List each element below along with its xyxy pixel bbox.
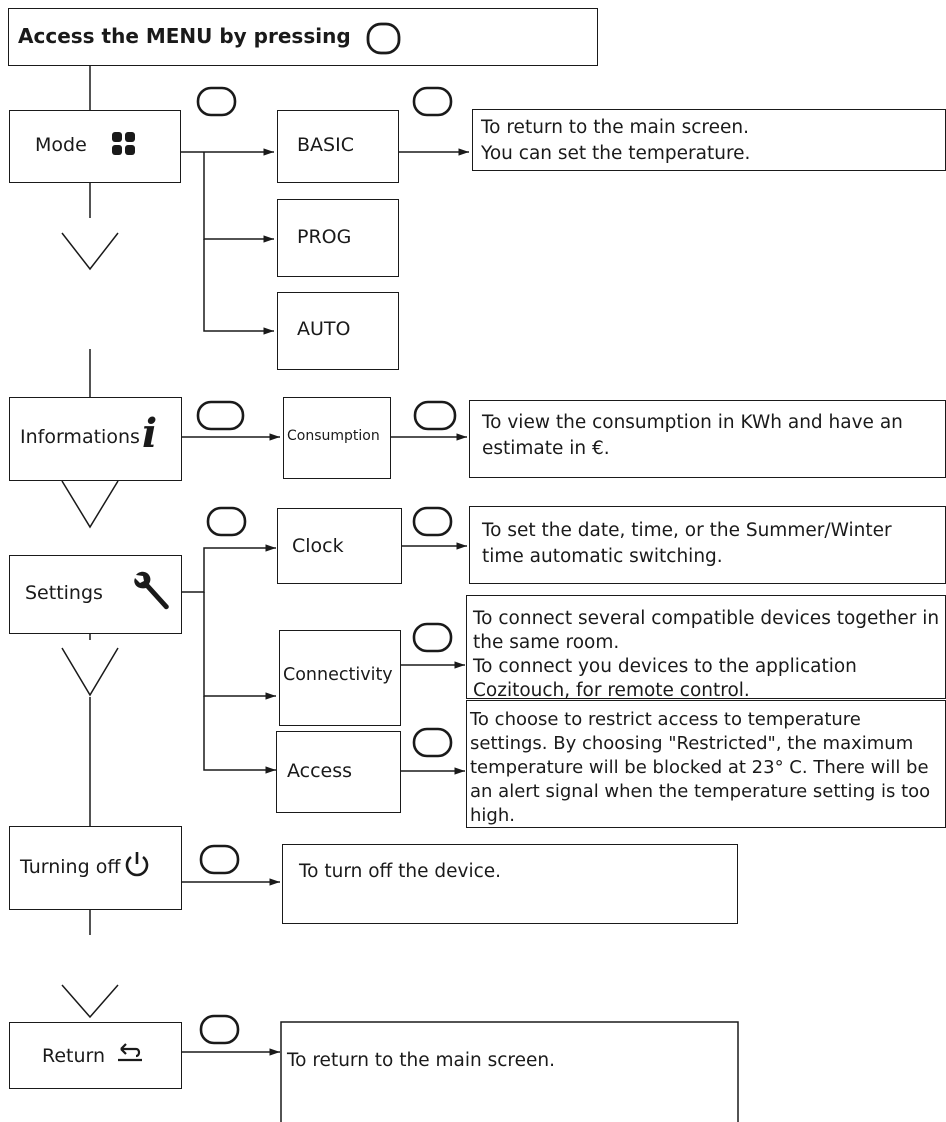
press-button-icon (199, 1014, 240, 1045)
access-desc-text: To choose to restrict access to temperat… (470, 709, 931, 826)
header-title: Access the MENU by pressing (18, 24, 351, 48)
mode-auto-arrow (203, 239, 274, 335)
settings-access-arrow (203, 696, 276, 774)
option-label: BASIC (297, 134, 354, 156)
menu-item-label: Return (42, 1045, 106, 1067)
press-button-icon (366, 22, 401, 55)
option-label: AUTO (297, 318, 351, 340)
press-button-icon (199, 844, 240, 875)
clock-description (469, 506, 946, 584)
option-basic[interactable] (277, 110, 399, 183)
basic-desc-line: To return to the main screen. (481, 117, 749, 138)
connectivity-desc-text: To connect several compatible devices to… (473, 608, 940, 653)
return-desc-box (280, 1021, 739, 1122)
turning-off-description (282, 844, 738, 924)
access-description (466, 700, 946, 828)
menu-item-return[interactable] (9, 1022, 182, 1089)
chevron-down-icon (61, 647, 119, 697)
menu-item-mode[interactable] (9, 110, 181, 183)
menu-item-label: Informations (20, 426, 140, 448)
clock-desc-text: To set the date, time, or the Summer/Win… (482, 520, 892, 567)
menu-item-informations[interactable] (9, 397, 182, 481)
press-button-icon (412, 622, 453, 653)
press-button-icon (412, 506, 453, 537)
menu-item-label: Mode (35, 134, 87, 156)
settings-clock-arrow (182, 544, 276, 593)
info-icon: i (142, 410, 158, 457)
press-button-icon (206, 506, 247, 537)
basic-desc-line: You can set the temperature. (481, 143, 751, 164)
option-connectivity[interactable] (279, 630, 401, 726)
chevron-down-icon (61, 232, 119, 271)
return-icon (118, 1043, 142, 1062)
press-button-icon (412, 727, 453, 758)
settings-connectivity-arrow (203, 592, 276, 700)
option-prog[interactable] (277, 199, 399, 277)
menu-item-label: Settings (25, 582, 103, 604)
press-button-icon (413, 400, 457, 431)
menu-access-header (8, 8, 598, 66)
press-button-icon (196, 86, 237, 117)
option-label: Clock (292, 535, 344, 557)
option-label: Access (287, 760, 353, 782)
basic-description (472, 109, 946, 171)
option-label: Consumption (287, 428, 380, 444)
chevron-down-icon (61, 480, 119, 529)
option-auto[interactable] (277, 292, 399, 370)
consumption-description (469, 400, 946, 478)
option-label: Connectivity (283, 665, 393, 685)
option-clock[interactable] (277, 508, 402, 584)
menu-item-turning-off[interactable] (9, 826, 182, 910)
connectivity-desc-text: To connect you devices to the applicatio… (473, 656, 857, 701)
press-button-icon (196, 400, 245, 431)
option-consumption[interactable] (283, 397, 391, 479)
chevron-down-icon (61, 984, 119, 1019)
consumption-desc-text: To view the consumption in KWh and have … (482, 412, 903, 459)
menu-item-label: Turning off (20, 856, 121, 878)
return-desc-text: To return to the main screen. (287, 1050, 555, 1071)
option-access[interactable] (276, 731, 401, 813)
option-label: PROG (297, 226, 352, 248)
power-icon (125, 852, 149, 877)
connectivity-description (466, 595, 946, 699)
press-button-icon (412, 86, 453, 117)
grid-icon (112, 132, 135, 155)
wrench-icon (134, 571, 169, 610)
mode-prog-arrow (203, 152, 274, 243)
turning-off-desc-text: To turn off the device. (299, 861, 502, 882)
